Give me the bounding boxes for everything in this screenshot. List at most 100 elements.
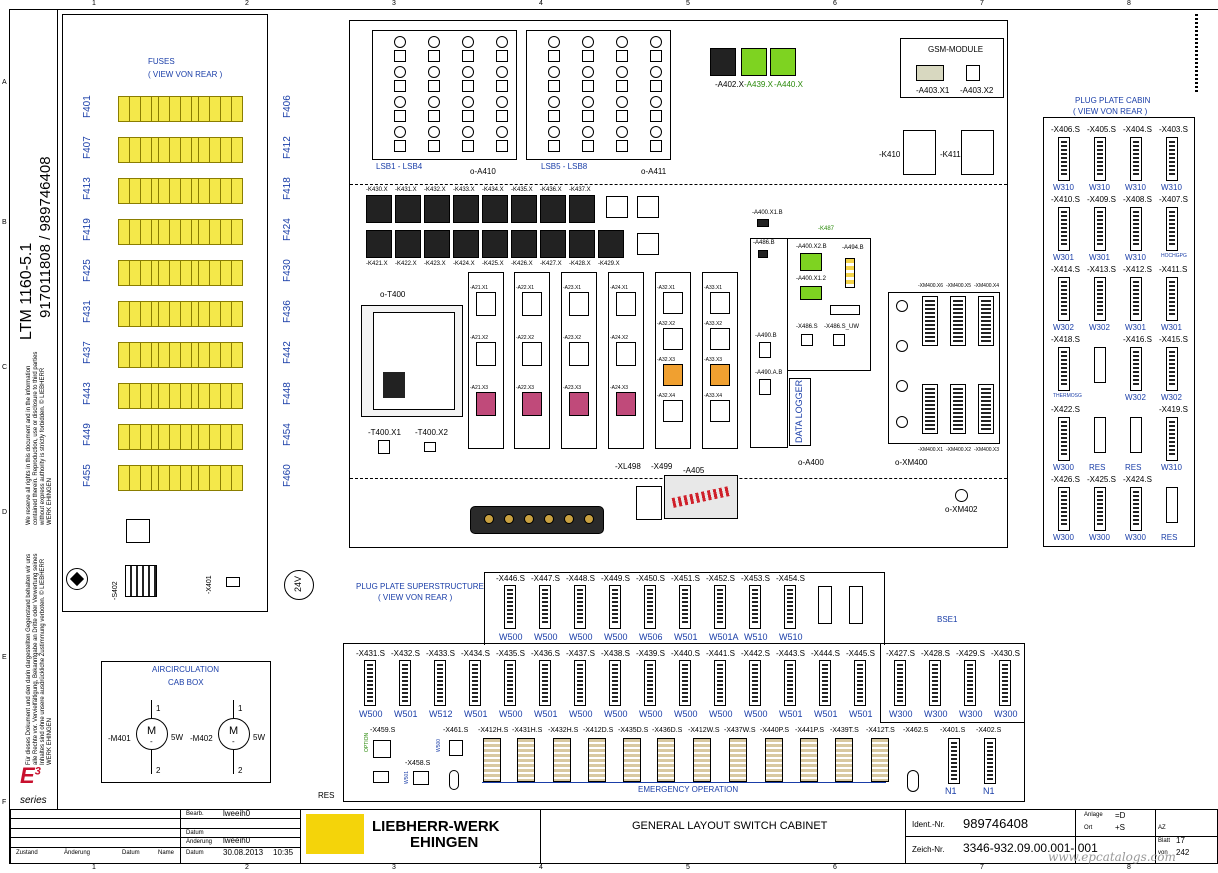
bse1-wire: W300 [889,709,913,719]
lsb-right-screw [616,36,628,48]
super-row2-label: -X435.S [496,649,525,658]
k487-label: -K487 [818,226,835,232]
lsb-left-screw [496,96,508,108]
motor-m401: M- [136,718,168,750]
fuse-label-left: F407 [82,136,93,159]
relay-bottom [366,230,392,258]
a486b-label: -A486.B [753,240,775,246]
cabin-title: PLUG PLATE CABIN [1075,96,1151,105]
super-row3-label: -X412T.S [866,727,895,734]
tb-date-label: Datum [186,850,204,856]
super-row3-label: -X402.S [976,727,1002,734]
tb-zustand: Zustand [16,850,38,856]
relay-top-label: -K436.X [540,187,562,193]
relay-top [540,195,566,223]
super-row1-label: -X454.S [776,574,805,583]
cabin-plug-label: -X403.S [1159,125,1188,134]
super-row3-label: -X441P.S [795,727,825,734]
cabin-plug [1058,207,1070,251]
a32-label: -A32.X4 [657,393,676,399]
option-label: OPTION [364,732,370,752]
a403x1-label: -A403.X1 [916,86,950,95]
a32-label: -A32.X1 [657,285,676,291]
super-row2-wire: W501 [849,709,873,719]
super-row1-wire: W510 [744,632,768,642]
super-row1-wire: W500 [569,632,593,642]
xm400-bottom-label: -XM400.X2 [946,447,972,453]
data-logger-label: DATA LOGGER [794,379,804,443]
super-row1-plug [679,585,691,629]
cabin-wire-label: W310 [1161,463,1182,472]
cabin-plug [1130,207,1142,251]
super-row2-plug [539,660,551,706]
cabin-wire-label: W302 [1089,323,1110,332]
cabin-plug-label: -X426.S [1051,475,1080,484]
a486b-connector [758,250,768,258]
anlage-label: Anlage [1084,812,1103,818]
lsb-left-screw [496,66,508,78]
emergency-plug [693,738,711,782]
row-a: A [2,79,7,86]
col-7-bottom: 7 [980,864,984,871]
lsb1-label: LSB1 - LSB4 [376,162,423,171]
lsb-right-screw [548,36,560,48]
bse1-wire: W300 [959,709,983,719]
cabin-plug [1058,417,1070,461]
cabin-wire-label: RES [1161,533,1178,542]
superstructure-subtitle: ( VIEW VON REAR ) [378,593,453,602]
cabin-wire-label: W301 [1125,323,1146,332]
emergency-plug [871,738,889,782]
emergency-operation-label: EMERGENCY OPERATION [638,785,739,794]
tb-line-1 [10,818,300,819]
cabin-plug-label: -X404.S [1123,125,1152,134]
col-3: 3 [392,0,396,7]
cabin-plug-label: -X416.S [1123,335,1152,344]
k410-relay [903,130,936,175]
lsb-left-relay [462,140,474,152]
bse1-label: -X427.S [886,649,915,658]
cabin-wire-label: RES [1125,463,1142,472]
az-label: AZ [1158,825,1166,831]
relay-bottom-label: -K429.X [598,261,620,267]
m402-pin-1: 1 [238,704,243,713]
a486-rail [830,305,860,315]
m402-pin-2: 2 [238,766,243,775]
anlage-value: =D [1115,811,1126,820]
bse1-plug [894,660,906,706]
m402-wire-top [233,700,234,718]
blank-socket-2 [637,196,659,218]
cabin-plug-label: -X407.S [1159,195,1188,204]
cabin-wire-label: W300 [1053,463,1074,472]
lsb-left-relay [496,50,508,62]
row-d: D [2,509,8,516]
t400x2-label: -T400.X2 [415,428,448,437]
superstructure-title: PLUG PLATE SUPERSTRUCTURE [356,582,484,591]
cabin-spare-slot [1166,487,1178,523]
super-row2-label: -X442.S [741,649,770,658]
a494-connector [845,258,855,288]
a405-label: -A405 [683,466,705,475]
fuse-holder [231,219,243,245]
s402-label: -S402 [112,581,119,600]
lsb-right-screw [650,126,662,138]
super-row1-wire: W500 [499,632,523,642]
super-row2-label: -X433.S [426,649,455,658]
super-row1-wire: W501A [709,632,739,642]
a403x1-connector [916,65,944,81]
relay-bottom-label: -K424.X [453,261,475,267]
a486s-label: -X486.S [796,324,818,330]
xm400-top-plug [978,296,994,346]
fuse-holder [231,260,243,286]
xm400-top-plug [922,296,938,346]
fuse-holder [231,178,243,204]
a21-connector [476,292,496,316]
a403x2-label: -A403.X2 [960,86,994,95]
spare-slot-2 [849,586,863,624]
super-row2-plug [469,660,481,706]
module-a22 [514,272,550,449]
t400-label: o-T400 [380,290,406,299]
cabinet-divider-top [350,184,1007,185]
super-row2-wire: W512 [429,709,453,719]
x458-connector [413,771,429,785]
cabin-plug-label: -X424.S [1123,475,1152,484]
